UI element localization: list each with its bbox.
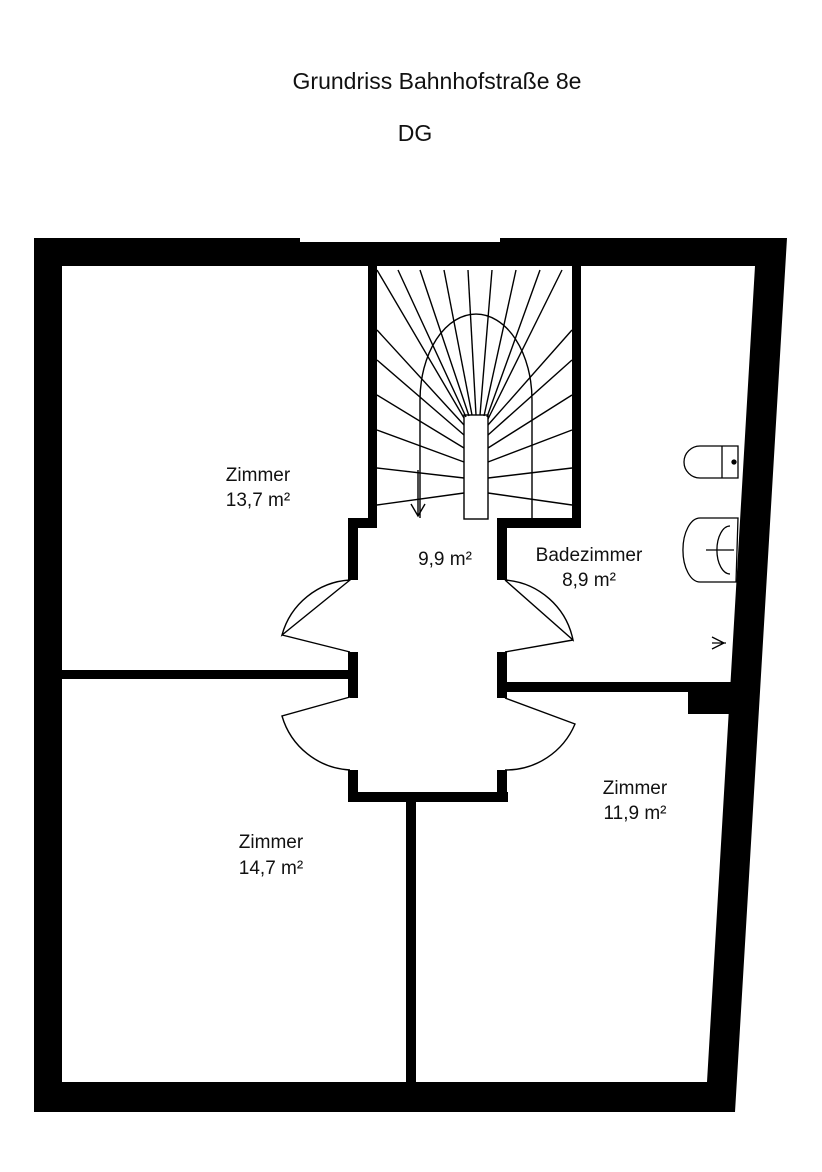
interior-walls [62, 670, 735, 1084]
outer-wall [34, 238, 787, 1112]
hall-walls [348, 518, 508, 802]
bath-fixtures [682, 445, 739, 650]
door-swing-zimmer-nw [280, 579, 353, 637]
toilet-icon [683, 445, 739, 479]
floor-label: DG [397, 120, 433, 146]
door-swing-zimmer-se [504, 697, 576, 771]
room-name-zimmer-se: Zimmer [603, 778, 668, 799]
room-area-bath: 8,9 m² [562, 570, 616, 591]
room-name-zimmer-sw: Zimmer [239, 832, 304, 853]
staircase [376, 269, 573, 520]
room-name-zimmer-nw: Zimmer [226, 465, 291, 486]
room-area-zimmer-sw: 14,7 m² [239, 858, 303, 879]
stair-walls [348, 266, 581, 528]
door-swing-bath [504, 579, 575, 642]
door-swing-zimmer-sw [281, 696, 351, 771]
room-labels: Zimmer 13,7 m² 9,9 m² Badezimmer 8,9 m² … [226, 465, 668, 879]
door-swings [280, 579, 576, 771]
plan-title: Grundriss Bahnhofstraße 8e [292, 68, 582, 94]
room-area-zimmer-se: 11,9 m² [603, 803, 666, 824]
shower-icon [711, 636, 726, 650]
room-area-zimmer-nw: 13,7 m² [226, 490, 290, 511]
room-name-bath: Badezimmer [536, 545, 643, 566]
room-area-hall: 9,9 m² [418, 549, 472, 570]
